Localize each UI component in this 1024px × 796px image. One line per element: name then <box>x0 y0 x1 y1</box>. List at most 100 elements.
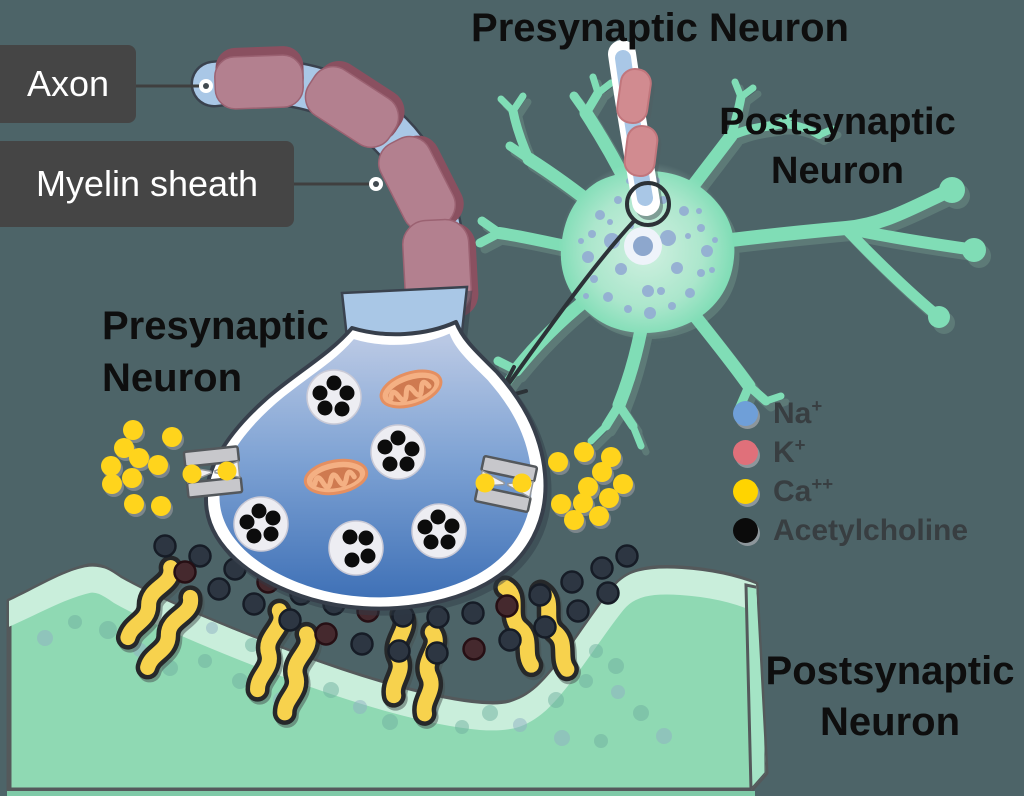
acetylcholine-molecule <box>615 544 639 568</box>
acetylcholine-molecule <box>242 592 266 616</box>
label-connectors <box>136 79 383 191</box>
calcium-ions <box>101 420 633 530</box>
calcium-ion <box>114 438 134 458</box>
acetylcholine-in-vesicle <box>430 509 446 525</box>
membrane-speck <box>68 615 82 629</box>
presynaptic-neuron-title: Presynaptic Neuron <box>471 6 849 50</box>
membrane-speck <box>353 700 367 714</box>
soma-speck <box>685 288 695 298</box>
calcium-ion-in-channel <box>512 473 532 493</box>
legend: Na+ K+ Ca++ Acetylcholine <box>733 395 968 556</box>
acetylcholine-receptor-pair <box>392 614 437 714</box>
acetylcholine-molecule <box>350 632 374 656</box>
acetylcholine-in-vesicle <box>326 375 342 391</box>
synaptic-vesicle <box>411 503 467 559</box>
axon-myelinated <box>190 46 479 326</box>
acetylcholine-in-vesicle <box>390 430 406 446</box>
synaptic-vesicle <box>328 520 384 576</box>
soma-speck <box>642 285 654 297</box>
soma-speck <box>615 263 627 275</box>
postsynaptic-neuron-cell <box>475 73 986 450</box>
acetylcholine-in-vesicle <box>399 456 415 472</box>
membrane-speck <box>206 622 218 634</box>
acetylcholine-molecule <box>425 641 449 665</box>
zoom-pointer-line <box>498 219 636 398</box>
acetylcholine-molecule <box>590 556 614 580</box>
membrane-speck <box>608 658 624 674</box>
dendrite-tip <box>939 177 965 203</box>
soma-speck <box>657 287 665 295</box>
synaptic-vesicles <box>233 369 467 576</box>
membrane-speck <box>232 673 248 689</box>
synaptic-vesicle <box>306 369 362 425</box>
acetylcholine-in-vesicle <box>251 503 267 519</box>
calcium-ion <box>613 474 633 494</box>
membrane-speck <box>548 692 564 708</box>
calcium-ion <box>102 474 122 494</box>
acetylcholine-in-vesicle <box>404 441 420 457</box>
soma-speck <box>697 269 705 277</box>
soma-speck <box>671 262 683 274</box>
acetylcholine-in-vesicle <box>312 385 328 401</box>
magnifier-circle <box>625 181 671 227</box>
legend-item-acetylcholine: Acetylcholine <box>733 514 968 547</box>
acetylcholine-in-vesicle <box>317 400 333 416</box>
acetylcholine-in-vesicle <box>342 529 358 545</box>
acetylcholine-molecule <box>495 594 519 618</box>
acetylcholine-released <box>153 534 639 665</box>
acetylcholine-in-vesicle <box>417 519 433 535</box>
membrane-speck <box>554 730 570 746</box>
soma-speck <box>668 302 676 310</box>
acetylcholine-molecule <box>314 622 338 646</box>
acetylcholine-in-vesicle <box>360 548 376 564</box>
acetylcholine-molecule <box>461 601 485 625</box>
dendrite-tip <box>928 306 950 328</box>
calcium-ion <box>123 420 143 440</box>
legend-item-potassium: K+ <box>733 434 968 469</box>
presynaptic-neuron-label-left: Presynaptic Neuron <box>102 304 329 400</box>
calcium-ion <box>574 442 594 462</box>
calcium-ion-in-channel <box>182 464 202 484</box>
soma-speck <box>712 237 718 243</box>
calcium-ion <box>573 493 593 513</box>
calcium-ion <box>129 448 149 468</box>
acetylcholine-molecule <box>566 599 590 623</box>
membrane-speck <box>37 630 53 646</box>
acetylcholine-molecule <box>173 560 197 584</box>
acetylcholine-in-vesicle <box>344 552 360 568</box>
membrane-speck <box>162 660 178 676</box>
acetylcholine-in-vesicle <box>339 385 355 401</box>
soma-speck <box>660 230 676 246</box>
acetylcholine-in-vesicle <box>334 401 350 417</box>
acetylcholine-in-vesicle <box>377 439 393 455</box>
axon-terminal <box>203 285 548 611</box>
membrane-speck <box>633 705 649 721</box>
postsynaptic-membrane-region <box>6 566 769 796</box>
acetylcholine-molecule <box>278 608 302 632</box>
acetylcholine-molecule <box>498 628 522 652</box>
sodium-ion-icon <box>733 400 758 426</box>
axon-label: Axon <box>26 63 110 104</box>
legend-item-sodium: Na+ <box>733 395 968 430</box>
soma-speck <box>679 206 689 216</box>
calcium-ion <box>601 447 621 467</box>
soma-speck <box>709 267 715 273</box>
acetylcholine-molecule <box>462 637 486 661</box>
legend-item-calcium: Ca++ <box>733 473 968 508</box>
postsynaptic-neuron-title-right: Postsynaptic Neuron <box>719 101 956 192</box>
acetylcholine-molecule <box>426 605 450 629</box>
nucleolus <box>633 236 653 256</box>
soma-speck <box>696 208 702 214</box>
acetylcholine-molecule <box>560 570 584 594</box>
calcium-ion-icon <box>733 478 758 504</box>
soma-speck <box>595 210 605 220</box>
soma-speck <box>607 219 613 225</box>
membrane-speck <box>245 638 259 652</box>
acetylcholine-molecule <box>533 615 557 639</box>
acetylcholine-in-vesicle <box>444 518 460 534</box>
membrane-speck <box>99 621 117 639</box>
acetylcholine-in-vesicle <box>265 510 281 526</box>
acetylcholine-in-vesicle <box>423 534 439 550</box>
membrane-speck <box>323 682 339 698</box>
acetylcholine-in-vesicle <box>263 526 279 542</box>
